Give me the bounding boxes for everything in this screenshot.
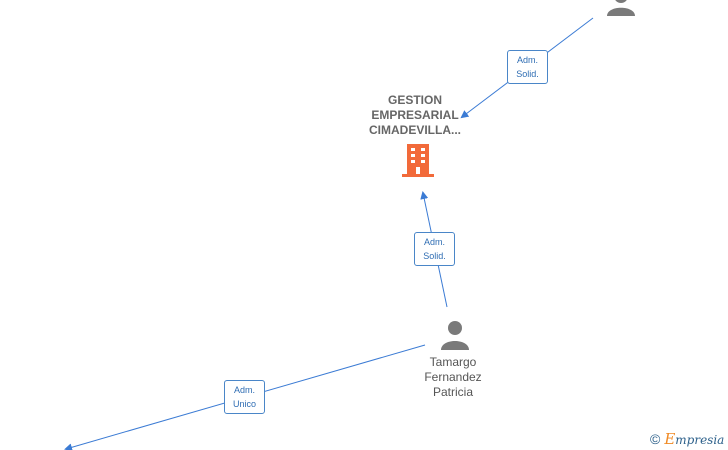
role-line-1: Adm. bbox=[233, 385, 255, 395]
company-name-line-1: GESTION bbox=[387, 93, 442, 107]
person-name-line-1: Tamargo bbox=[429, 355, 477, 369]
building-icon[interactable] bbox=[401, 143, 435, 178]
brand-logo: Empresia bbox=[664, 430, 724, 448]
role-box-top: Adm. Solid. bbox=[507, 50, 548, 84]
brand-initial: E bbox=[664, 430, 676, 448]
empresia-watermark: © Empresia bbox=[650, 430, 724, 448]
company-name[interactable]: GESTION EMPRESARIAL CIMADEVILLA... bbox=[355, 93, 475, 138]
role-line-2: Solid. bbox=[423, 251, 446, 261]
top-person-icon[interactable] bbox=[605, 0, 637, 16]
role-box-bottom: Adm. Unico bbox=[224, 380, 265, 414]
role-line-1: Adm. bbox=[516, 55, 538, 65]
person-name-line-3: Patricia bbox=[432, 385, 473, 399]
person-name[interactable]: Tamargo Fernandez Patricia bbox=[405, 355, 501, 400]
role-box-middle: Adm. Solid. bbox=[414, 232, 455, 266]
company-name-line-3: CIMADEVILLA... bbox=[369, 123, 461, 137]
person-icon[interactable] bbox=[439, 320, 471, 350]
person-name-line-2: Fernandez bbox=[424, 370, 482, 384]
role-line-1: Adm. bbox=[423, 237, 445, 247]
company-name-line-2: EMPRESARIAL bbox=[371, 108, 459, 122]
role-line-2: Solid. bbox=[516, 69, 539, 79]
brand-rest: mpresia bbox=[675, 433, 725, 447]
role-line-2: Unico bbox=[232, 399, 256, 409]
copyright-symbol: © bbox=[650, 431, 661, 447]
